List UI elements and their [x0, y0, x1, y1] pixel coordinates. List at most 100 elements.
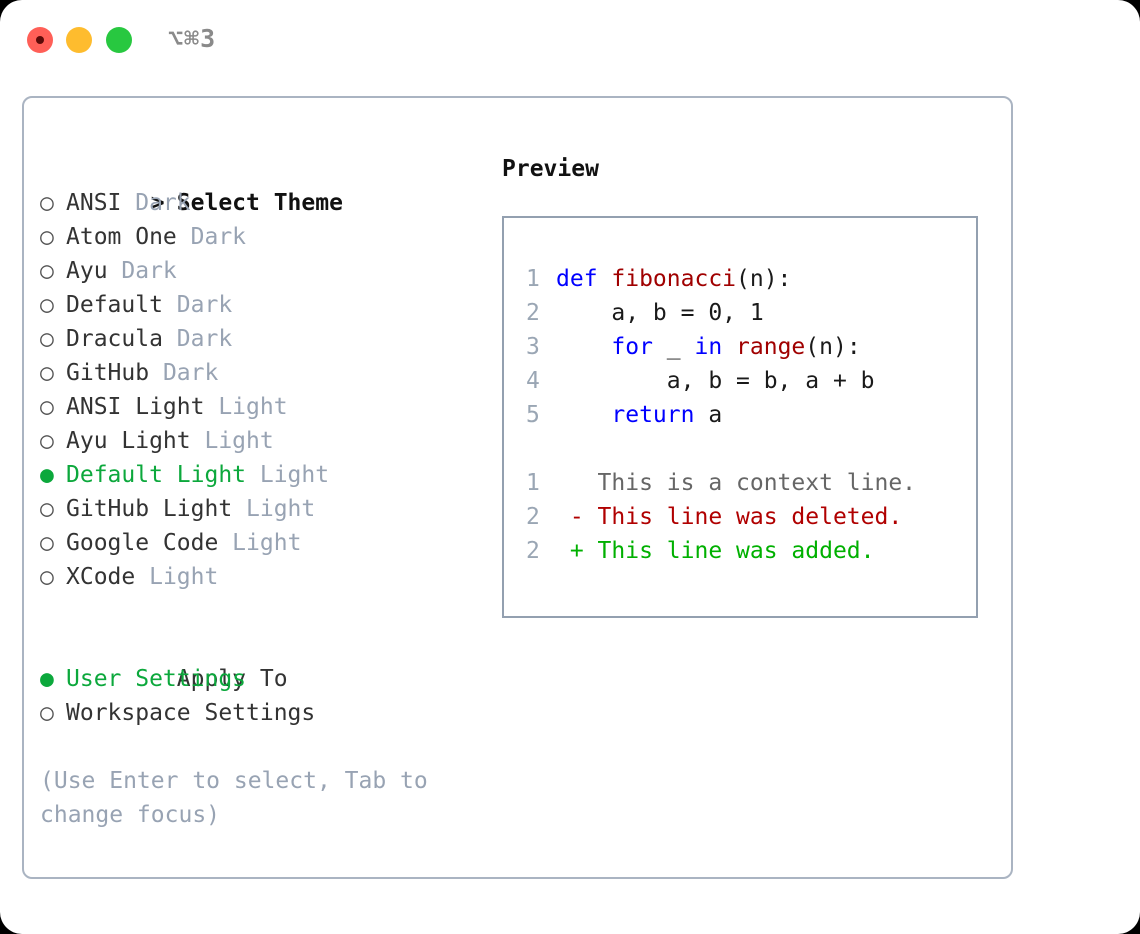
theme-name-label: XCode — [66, 564, 136, 590]
theme-kind-label: Light — [204, 394, 288, 420]
radio-unselected-icon[interactable]: ○ — [40, 326, 54, 352]
title-bar: ⌥⌘3 — [0, 0, 1140, 78]
line-number: 4 — [526, 368, 540, 394]
theme-name-label: Google Code — [66, 530, 219, 556]
code-token: fibonacci — [611, 266, 737, 292]
theme-kind-label: Light — [190, 428, 274, 454]
code-token: a, b = b, a + b — [556, 368, 875, 394]
theme-name-label: GitHub — [66, 360, 150, 386]
radio-unselected-icon[interactable]: ○ — [40, 224, 54, 250]
radio-unselected-icon[interactable]: ○ — [40, 394, 54, 420]
radio-unselected-icon[interactable]: ○ — [40, 258, 54, 284]
theme-list-item[interactable]: ○ ANSI Light Light — [40, 390, 470, 424]
radio-unselected-icon[interactable]: ○ — [40, 496, 54, 522]
keyboard-hint-text: (Use Enter to select, Tab to change focu… — [40, 768, 442, 828]
theme-list[interactable]: ○ANSI Dark○Atom One Dark○Ayu Dark○Defaul… — [40, 186, 470, 594]
theme-kind-label: Light — [246, 462, 330, 488]
apply-to-label: Workspace Settings — [66, 700, 316, 726]
apply-to-item[interactable]: ○ Workspace Settings — [40, 696, 470, 730]
line-number: 5 — [526, 402, 540, 428]
theme-kind-label: Light — [218, 530, 302, 556]
theme-kind-label: Dark — [107, 258, 177, 284]
theme-kind-label: Dark — [121, 190, 191, 216]
theme-name-label: ANSI — [66, 190, 122, 216]
maximize-button[interactable] — [106, 27, 132, 53]
radio-unselected-icon[interactable]: ○ — [40, 292, 54, 318]
code-token: + This line was added. — [556, 538, 875, 564]
theme-list-item[interactable]: ○Default Dark — [40, 288, 470, 322]
code-line: 4 a, b = b, a + b — [504, 364, 976, 398]
apply-to-label: User Settings — [66, 666, 247, 692]
line-number: 2 — [526, 300, 540, 326]
code-token: This is a context line. — [556, 470, 917, 496]
theme-kind-label: Dark — [149, 360, 219, 386]
theme-name-label: ANSI Light — [66, 394, 205, 420]
line-number: 2 — [526, 538, 540, 564]
code-token: in — [694, 334, 723, 360]
theme-selection-column: >Select Theme ○ANSI Dark○Atom One Dark○A… — [40, 152, 470, 730]
diff-line: 1 This is a context line. — [504, 466, 976, 500]
close-icon — [36, 36, 44, 44]
section-spacer — [40, 594, 470, 628]
theme-list-header-label: Select Theme — [176, 190, 343, 216]
code-token: a — [694, 402, 723, 428]
theme-list-item[interactable]: ○XCode Light — [40, 560, 470, 594]
line-number: 3 — [526, 334, 540, 360]
radio-unselected-icon[interactable]: ○ — [40, 360, 54, 386]
radio-unselected-icon[interactable]: ○ — [40, 190, 54, 216]
apply-to-item[interactable]: ● User Settings — [40, 662, 470, 696]
line-number: 1 — [526, 470, 540, 496]
code-line: 5 return a — [504, 398, 976, 432]
theme-kind-label: Dark — [162, 292, 233, 318]
code-token: for — [611, 334, 653, 360]
theme-list-item[interactable]: ○Atom One Dark — [40, 220, 470, 254]
theme-list-header: > Select Theme — [40, 152, 470, 216]
radio-selected-icon[interactable]: ● — [40, 666, 54, 692]
radio-unselected-icon[interactable]: ○ — [40, 564, 54, 590]
theme-name-label: Ayu — [66, 258, 108, 284]
radio-selected-icon[interactable]: ● — [40, 462, 54, 488]
theme-picker-panel: >Select Theme ○ANSI Dark○Atom One Dark○A… — [22, 96, 1013, 879]
theme-name-label: GitHub Light — [66, 496, 233, 522]
diff-sample: 1 This is a context line.2 - This line w… — [504, 466, 976, 568]
theme-list-item[interactable]: ○ GitHub Light Light — [40, 492, 470, 526]
diff-line: 2 - This line was deleted. — [504, 500, 976, 534]
line-number: 1 — [526, 266, 540, 292]
theme-list-item[interactable]: ○ GitHub Dark — [40, 356, 470, 390]
theme-list-item[interactable]: ○ Ayu Dark — [40, 254, 470, 288]
theme-kind-label: Light — [232, 496, 316, 522]
code-token: - This line was deleted. — [556, 504, 903, 530]
apply-to-list[interactable]: ● User Settings ○ Workspace Settings — [40, 662, 470, 730]
code-token: (n): — [736, 266, 792, 292]
code-line: 2 a, b = 0, 1 — [504, 296, 976, 330]
theme-name-label: Default Light — [66, 462, 247, 488]
prompt-caret-icon: > — [150, 190, 165, 216]
code-token: (n): — [805, 334, 861, 360]
radio-unselected-icon[interactable]: ○ — [40, 700, 54, 726]
code-token: a, b = 0, 1 — [556, 300, 764, 326]
code-token: def — [556, 266, 612, 292]
theme-list-item[interactable]: ● Default Light Light — [40, 458, 470, 492]
minimize-button[interactable] — [66, 27, 92, 53]
theme-name-label: Dracula — [66, 326, 163, 352]
apply-to-header: Apply To — [40, 628, 470, 692]
radio-unselected-icon[interactable]: ○ — [40, 428, 54, 454]
theme-kind-label: Dark — [176, 224, 247, 250]
theme-list-item[interactable]: ○ Google Code Light — [40, 526, 470, 560]
theme-list-item[interactable]: ○Dracula Dark — [40, 322, 470, 356]
code-line: 1 def fibonacci(n): — [504, 262, 976, 296]
theme-list-item[interactable]: ○Ayu Light Light — [40, 424, 470, 458]
line-number: 2 — [526, 504, 540, 530]
diff-line: 2 + This line was added. — [504, 534, 976, 568]
code-token: _ — [652, 334, 695, 360]
theme-list-item[interactable]: ○ ANSI Dark — [40, 186, 470, 220]
radio-unselected-icon[interactable]: ○ — [40, 530, 54, 556]
code-token: return — [611, 402, 695, 428]
preview-title: Preview — [502, 156, 599, 182]
code-diff-separator — [504, 432, 976, 466]
code-token — [556, 334, 611, 360]
